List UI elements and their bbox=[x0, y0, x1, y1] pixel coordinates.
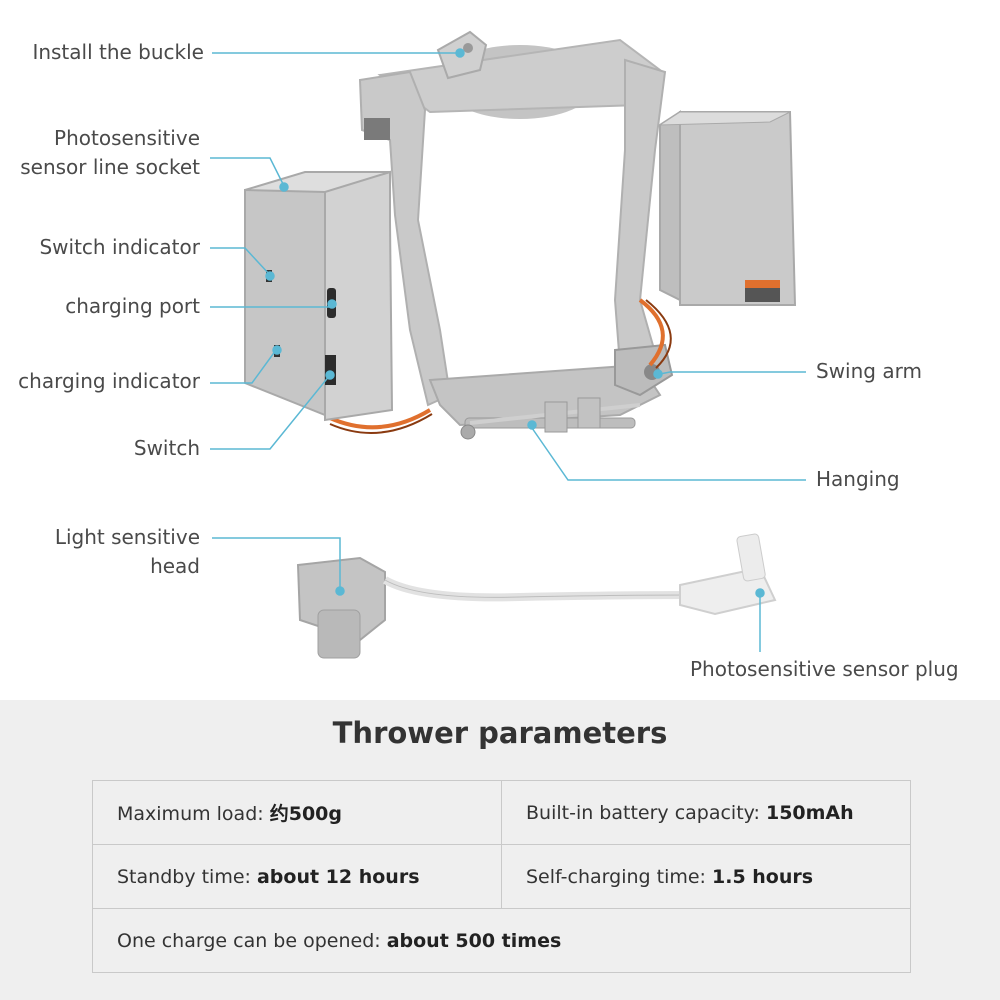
leader-lines bbox=[210, 48, 806, 652]
label-swing-arm-text: Swing arm bbox=[816, 359, 922, 383]
param-selfcharge-value: 1.5 hours bbox=[712, 865, 814, 888]
table-row: Maximum load: 约500g Built-in battery cap… bbox=[92, 780, 911, 845]
label-swing-arm: Swing arm bbox=[816, 357, 922, 386]
label-switch-indicator: Switch indicator bbox=[39, 233, 200, 262]
light-sensor-cable bbox=[296, 533, 777, 659]
left-battery-box bbox=[244, 170, 394, 422]
label-photo-plug-text: Photosensitive sensor plug bbox=[690, 657, 959, 681]
label-light-head-line2: head bbox=[150, 554, 200, 578]
param-opens-value: about 500 times bbox=[386, 929, 562, 952]
label-switch-indicator-text: Switch indicator bbox=[39, 235, 200, 259]
table-row: One charge can be opened: about 500 time… bbox=[92, 908, 911, 973]
label-light-head-line1: Light sensitive bbox=[54, 525, 200, 549]
param-battery-label: Built-in battery capacity: bbox=[526, 801, 766, 824]
parameters-title: Thrower parameters bbox=[332, 716, 668, 750]
label-photosensitive-plug: Photosensitive sensor plug bbox=[690, 655, 959, 684]
label-install-buckle-text: Install the buckle bbox=[32, 40, 204, 64]
thrower-diagram bbox=[210, 30, 806, 659]
label-light-sensitive-head: Light sensitive head bbox=[55, 523, 200, 581]
label-hanging-text: Hanging bbox=[816, 467, 900, 491]
param-selfcharge: Self-charging time: 1.5 hours bbox=[501, 844, 911, 909]
label-hanging: Hanging bbox=[816, 465, 900, 494]
param-standby-label: Standby time: bbox=[117, 865, 257, 888]
label-charging-indicator-text: charging indicator bbox=[18, 369, 200, 393]
param-max-load-label: Maximum load: bbox=[117, 803, 270, 825]
label-charging-port-text: charging port bbox=[65, 294, 200, 318]
table-row: Standby time: about 12 hours Self-chargi… bbox=[92, 844, 911, 909]
label-switch-text: Switch bbox=[133, 436, 200, 460]
label-charging-port: charging port bbox=[65, 292, 200, 321]
label-install-buckle: Install the buckle bbox=[32, 38, 204, 67]
param-standby-value: about 12 hours bbox=[256, 865, 420, 888]
param-max-load: Maximum load: 约500g bbox=[92, 780, 502, 845]
param-standby: Standby time: about 12 hours bbox=[92, 844, 502, 909]
label-photo-socket-line2: sensor line socket bbox=[20, 155, 200, 179]
param-opens-label: One charge can be opened: bbox=[117, 929, 387, 952]
param-max-load-value: 约500g bbox=[269, 803, 342, 825]
label-charging-indicator: charging indicator bbox=[18, 367, 200, 396]
param-selfcharge-label: Self-charging time: bbox=[526, 865, 712, 888]
label-switch: Switch bbox=[134, 434, 200, 463]
param-battery: Built-in battery capacity: 150mAh bbox=[501, 780, 911, 845]
param-battery-value: 150mAh bbox=[765, 801, 854, 824]
param-opens: One charge can be opened: about 500 time… bbox=[92, 908, 911, 973]
label-photosensitive-socket: Photosensitive sensor line socket bbox=[20, 124, 200, 182]
parameters-table: Maximum load: 约500g Built-in battery cap… bbox=[92, 780, 911, 973]
right-battery-box bbox=[658, 110, 797, 306]
label-photo-socket-line1: Photosensitive bbox=[54, 126, 200, 150]
